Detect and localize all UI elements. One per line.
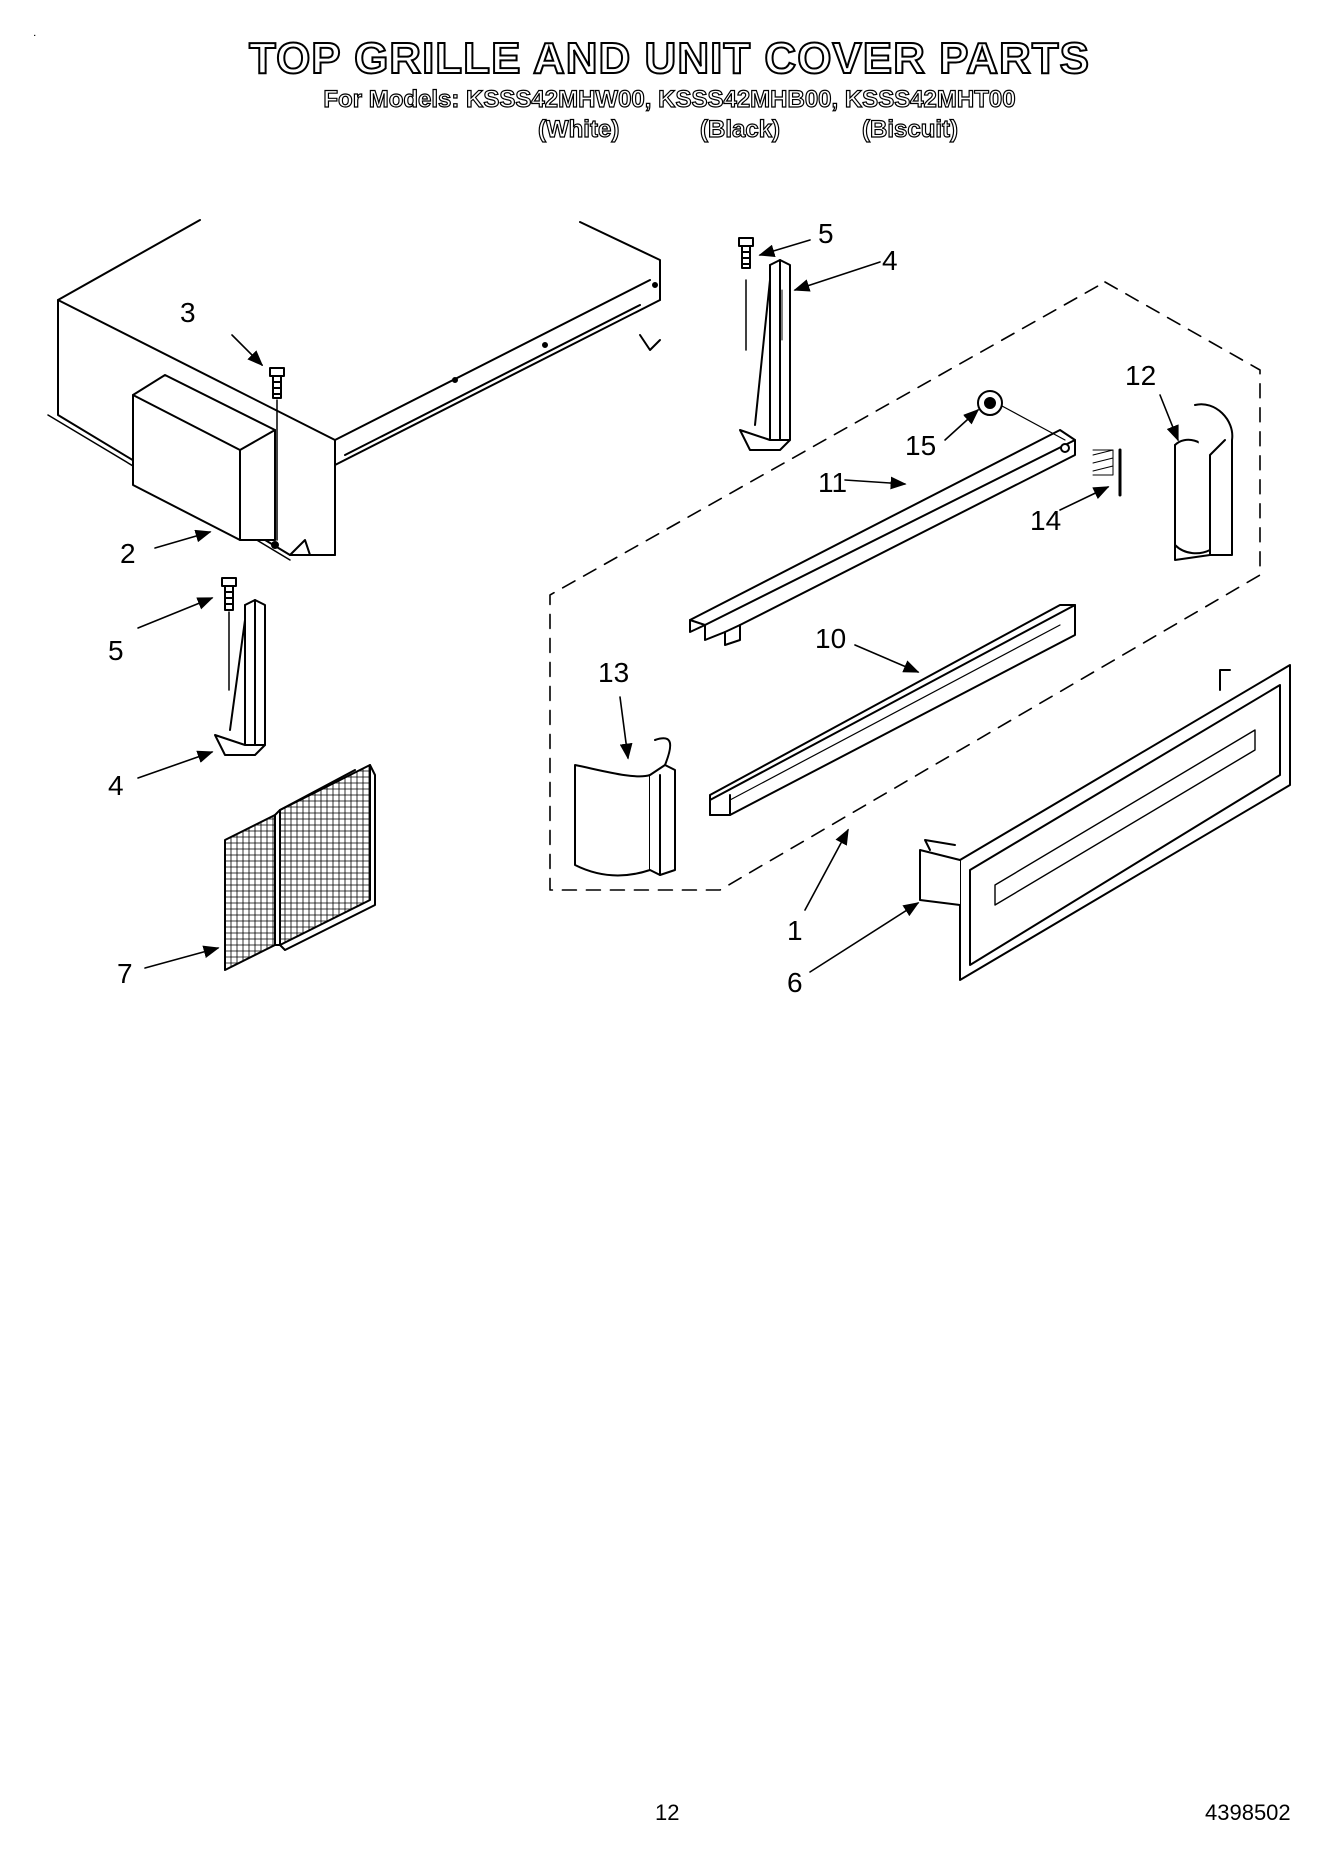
callout-7: 7 xyxy=(117,958,133,989)
document-number: 4398502 xyxy=(1205,1800,1291,1825)
nut-part-15 xyxy=(977,390,1066,441)
channel-part-10 xyxy=(709,604,1076,816)
stray-mark: ˙ xyxy=(33,32,38,48)
callout-11: 11 xyxy=(818,467,847,498)
screw-part-14 xyxy=(1092,448,1122,497)
callout-5-top: 5 xyxy=(818,218,834,249)
variant-black: (Black) xyxy=(699,115,781,143)
kit-boundary-part-1 xyxy=(549,281,1261,891)
callout-10: 10 xyxy=(815,623,846,654)
front-panel-part-6 xyxy=(919,664,1291,981)
end-cap-part-13 xyxy=(574,737,676,877)
variant-biscuit: (Biscuit) xyxy=(861,115,958,143)
screw-part-5-top xyxy=(738,237,754,351)
page-number: 12 xyxy=(655,1800,680,1825)
callout-3: 3 xyxy=(180,297,196,328)
leader-arrows xyxy=(137,239,1179,973)
callout-14: 14 xyxy=(1030,505,1061,536)
page-title: TOP GRILLE AND UNIT COVER PARTS xyxy=(248,33,1090,84)
variant-white: (White) xyxy=(537,115,620,143)
callout-5-left: 5 xyxy=(108,635,124,666)
callout-1: 1 xyxy=(787,915,803,946)
callout-labels: 5 4 3 12 15 11 14 2 5 10 13 4 1 7 6 xyxy=(108,218,1156,998)
bracket-part-4-left xyxy=(214,599,266,756)
end-cap-part-12 xyxy=(1174,403,1234,561)
callout-12: 12 xyxy=(1125,360,1156,391)
callout-2: 2 xyxy=(120,538,136,569)
model-list: For Models: KSSS42MHW00, KSSS42MHB00, KS… xyxy=(323,85,1016,113)
screw-part-3 xyxy=(269,367,285,541)
bracket-part-4-top xyxy=(739,259,791,451)
callout-4-left: 4 xyxy=(108,770,124,801)
callout-15: 15 xyxy=(905,430,936,461)
channel-part-11 xyxy=(689,429,1076,646)
callout-4-top: 4 xyxy=(882,245,898,276)
callout-13: 13 xyxy=(598,657,629,688)
screw-part-5-left xyxy=(221,577,237,691)
unit-cover-part-2 xyxy=(47,219,661,561)
callout-6: 6 xyxy=(787,967,803,998)
grille-part-7 xyxy=(224,764,376,971)
